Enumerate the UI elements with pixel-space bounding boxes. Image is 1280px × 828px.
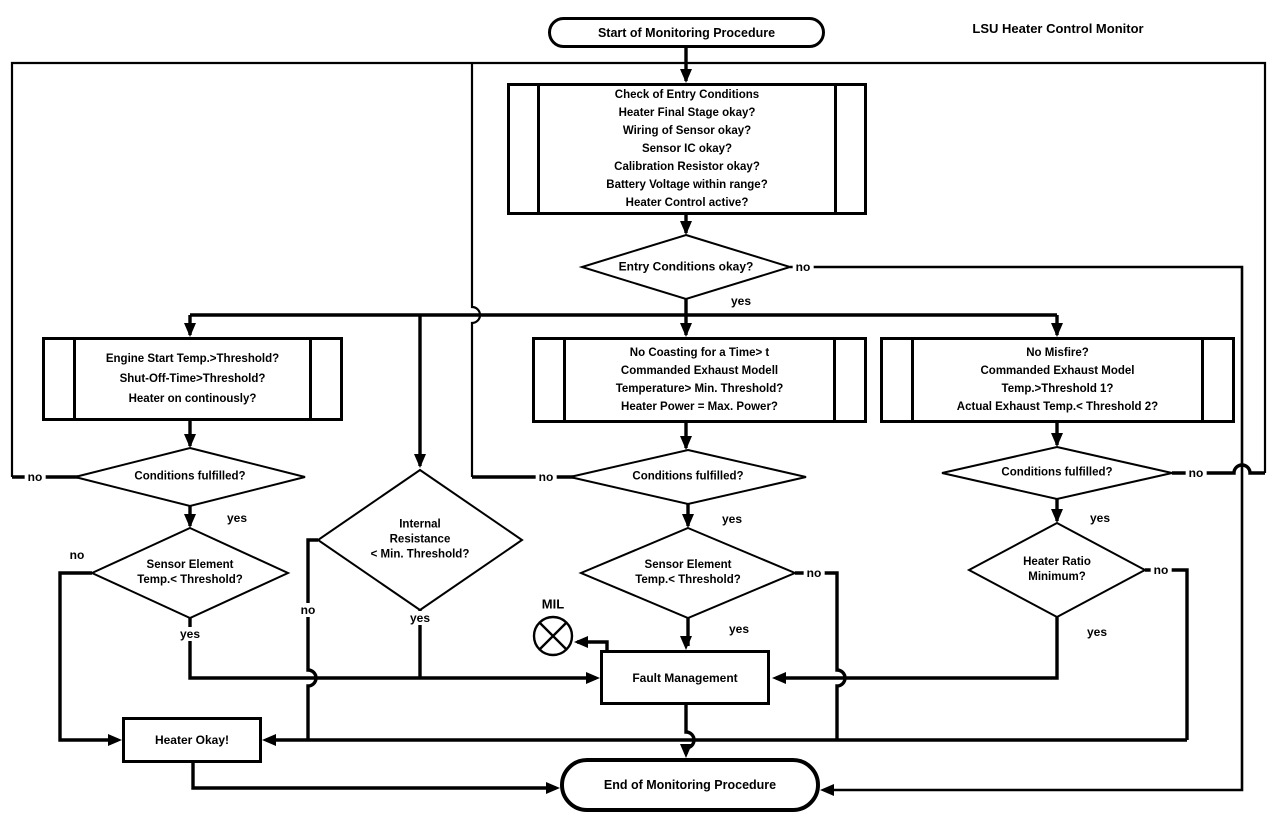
box-left-line: Heater on continously? [128, 393, 257, 405]
entry-check-line: Heater Final Stage okay? [618, 107, 756, 119]
box-mid-line: Commanded Exhaust Modell [620, 365, 779, 377]
box-mid-line: No Coasting for a Time> t [629, 347, 770, 359]
cond-right-label: Conditions fulfilled? [1001, 466, 1113, 479]
cond-left-yes-label: yes [226, 511, 248, 525]
node-box-engine-start: Engine Start Temp.>Threshold? Shut-Off-T… [42, 337, 343, 421]
internal-resistance-yes-label: yes [406, 611, 434, 625]
diamond-entry-conditions [578, 233, 794, 301]
box-mid-line: Temperature> Min. Threshold? [615, 383, 784, 395]
predef-bar-right [833, 339, 836, 421]
node-entry-check: Check of Entry Conditions Heater Final S… [507, 83, 867, 215]
internal-resistance-no-label: no [297, 603, 319, 617]
heater-ratio-yes-label: yes [1086, 625, 1108, 639]
diamond-sensor-mid [578, 526, 798, 620]
cond-mid-label: Conditions fulfilled? [632, 470, 744, 483]
diamond-cond-left [74, 446, 306, 508]
entry-check-line: Calibration Resistor okay? [614, 161, 760, 173]
node-box-coasting: No Coasting for a Time> t Commanded Exha… [532, 337, 867, 423]
diamond-cond-mid [569, 448, 807, 506]
sensor-left-yes-label: yes [176, 627, 204, 641]
diamond-internal-resistance [316, 468, 524, 612]
heater-ratio-no-label: no [1150, 563, 1172, 577]
box-left-line: Shut-Off-Time>Threshold? [119, 373, 266, 385]
end-label: End of Monitoring Procedure [603, 778, 777, 792]
node-fault-management: Fault Management [600, 650, 770, 705]
page-title: LSU Heater Control Monitor [972, 21, 1144, 36]
entry-check-line: Check of Entry Conditions [614, 89, 760, 101]
entry-no-label: no [792, 260, 814, 274]
entry-check-line: Sensor IC okay? [641, 143, 733, 155]
edge-no-feedback-rail [10, 61, 1267, 477]
predef-bar-left [73, 339, 76, 419]
sensor-left-no-label: no [69, 548, 85, 562]
cond-left-no-label: no [24, 470, 46, 484]
edge-fault-rail-right [776, 617, 1059, 680]
diamond-heater-ratio [966, 521, 1148, 619]
entry-check-line: Battery Voltage within range? [606, 179, 768, 191]
entry-check-line: Heater Control active? [625, 197, 749, 209]
mil-lamp-icon [532, 615, 574, 657]
box-left-line: Engine Start Temp.>Threshold? [105, 353, 280, 365]
sensor-left-label: Sensor Element Temp.< Threshold? [137, 559, 243, 586]
arrowheads [108, 69, 1063, 796]
box-mid-line: Heater Power = Max. Power? [621, 401, 778, 413]
edge-okay-to-end [191, 763, 556, 790]
fault-label: Fault Management [632, 670, 738, 685]
entry-yes-label: yes [730, 294, 752, 308]
predef-bar-left [537, 85, 540, 213]
predef-bar-right [834, 85, 837, 213]
internal-resistance-label: Internal Resistance < Min. Threshold? [370, 518, 470, 561]
box-right-line: Actual Exhaust Temp.< Threshold 2? [956, 401, 1159, 413]
cond-mid-no-label: no [535, 470, 557, 484]
sensor-mid-label: Sensor Element Temp.< Threshold? [635, 559, 741, 586]
cond-right-yes-label: yes [1089, 511, 1111, 525]
heater-okay-label: Heater Okay! [154, 733, 230, 747]
box-right-line: Commanded Exhaust Model [980, 365, 1135, 377]
cond-right-no-label: no [1185, 466, 1207, 480]
heater-ratio-label: Heater Ratio Minimum? [1023, 556, 1091, 583]
predef-bar-left [563, 339, 566, 421]
node-box-misfire: No Misfire? Commanded Exhaust Model Temp… [880, 337, 1235, 423]
predef-bar-right [309, 339, 312, 419]
box-right-line: No Misfire? [1026, 347, 1089, 359]
diamond-sensor-left [89, 526, 291, 620]
start-label: Start of Monitoring Procedure [597, 25, 776, 40]
node-heater-okay: Heater Okay! [122, 717, 262, 763]
diamond-cond-right [941, 445, 1173, 501]
edge-sensorleft-no [58, 571, 118, 742]
node-end-terminator: End of Monitoring Procedure [560, 758, 820, 812]
sensor-mid-no-label: no [803, 566, 825, 580]
entry-ok-label: Entry Conditions okay? [618, 259, 754, 274]
mil-label: MIL [541, 596, 565, 612]
predef-bar-left [911, 339, 914, 421]
edge-entry-no [790, 265, 1244, 792]
sensor-mid-yes-label: yes [728, 622, 750, 636]
edge-no-mid-riser [470, 63, 482, 477]
node-start-terminator: Start of Monitoring Procedure [548, 17, 825, 48]
predef-bar-right [1201, 339, 1204, 421]
box-right-line: Temp.>Threshold 1? [1001, 383, 1114, 395]
entry-check-line: Wiring of Sensor okay? [622, 125, 752, 137]
edge-ir-no [306, 538, 318, 740]
edge-sensormid-no [795, 571, 847, 740]
edge-heaterratio-no [1145, 568, 1189, 740]
cond-left-label: Conditions fulfilled? [134, 470, 246, 483]
cond-mid-yes-label: yes [721, 512, 743, 526]
